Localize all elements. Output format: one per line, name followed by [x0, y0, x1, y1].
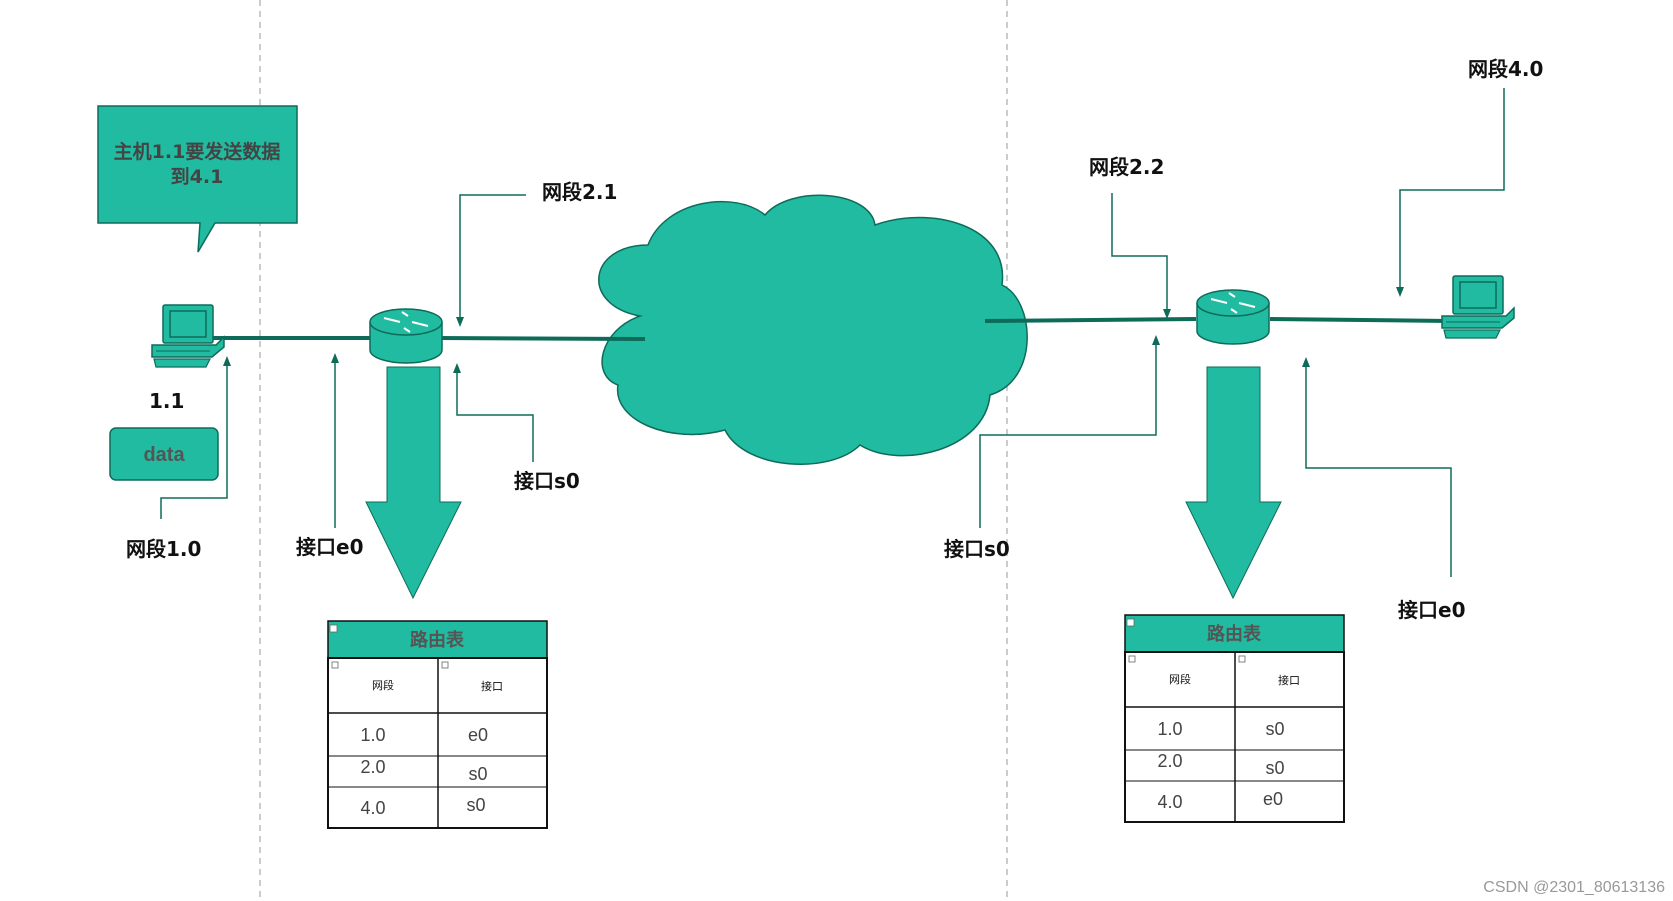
host-label: 1.1: [149, 389, 184, 413]
table-header: 接口: [1278, 674, 1300, 687]
computer-icon: [151, 304, 225, 368]
label-if-e0-right: 接口e0: [1398, 598, 1465, 622]
table-cell: s0: [1265, 719, 1284, 739]
data-packet: [109, 427, 219, 481]
label-if-e0-left: 接口e0: [296, 535, 363, 559]
down-arrow-icon: [1185, 366, 1282, 600]
routing-table-left: 路由表 网段 接口 1.0 e0 2.0 s0 4.0 s0: [327, 620, 548, 829]
connector-seg-4-0: [1396, 88, 1505, 297]
computer-icon: [1441, 275, 1515, 339]
label-seg-2-2: 网段2.2: [1089, 155, 1164, 179]
router-icon: [1196, 289, 1270, 345]
table-cell: s0: [1265, 758, 1284, 778]
connector-seg-2-1: [456, 194, 526, 327]
table-cell: 1.0: [360, 725, 385, 745]
callout-line2: 到4.1: [171, 166, 224, 188]
table-cell: e0: [1263, 789, 1283, 809]
table-cell: s0: [466, 795, 485, 815]
table-cell: 1.0: [1157, 719, 1182, 739]
table-cell: 2.0: [360, 757, 385, 777]
collapse-icon[interactable]: [441, 661, 449, 669]
table-title: 路由表: [1207, 623, 1262, 645]
label-seg-4-0: 网段4.0: [1468, 57, 1543, 81]
connector-if-e0-right: [1302, 357, 1452, 577]
link-router2-host2: [1269, 317, 1451, 323]
connector-seg-1-0: [160, 356, 231, 519]
connector-if-s0-left: [453, 363, 534, 462]
table-cell: 4.0: [360, 798, 385, 818]
connector-seg-2-2: [1111, 193, 1171, 319]
routing-table-right: 路由表 网段 接口 1.0 s0 2.0 s0 4.0 e0: [1124, 614, 1345, 823]
collapse-icon[interactable]: [331, 661, 339, 669]
label-seg-2-1: 网段2.1: [542, 180, 617, 204]
router-icon: [369, 308, 443, 364]
table-cell: e0: [468, 725, 488, 745]
callout-bubble: 主机1.1要发送数据 到4.1: [97, 105, 298, 253]
label-if-s0-left: 接口s0: [514, 469, 580, 493]
cloud-icon: [598, 194, 1028, 466]
data-packet-label: data: [143, 444, 185, 466]
callout-line1: 主机1.1要发送数据: [114, 140, 281, 163]
table-header: 网段: [1169, 672, 1191, 686]
connector-if-s0-right: [979, 335, 1160, 528]
table-header: 接口: [481, 680, 503, 693]
label-seg-1-0: 网段1.0: [126, 537, 201, 561]
table-cell: 2.0: [1157, 751, 1182, 771]
table-title: 路由表: [410, 629, 465, 651]
link-router1-cloud: [435, 336, 646, 341]
collapse-icon[interactable]: [1128, 655, 1136, 663]
collapse-icon[interactable]: [1238, 655, 1246, 663]
link-cloud-router2: [984, 317, 1197, 323]
label-if-s0-right: 接口s0: [944, 537, 1010, 561]
watermark: CSDN @2301_80613136: [1483, 879, 1665, 896]
down-arrow-icon: [365, 366, 462, 600]
collapse-icon[interactable]: [329, 624, 338, 633]
collapse-icon[interactable]: [1126, 618, 1135, 627]
table-cell: 4.0: [1157, 792, 1182, 812]
table-header: 网段: [372, 678, 394, 692]
table-cell: s0: [468, 764, 487, 784]
